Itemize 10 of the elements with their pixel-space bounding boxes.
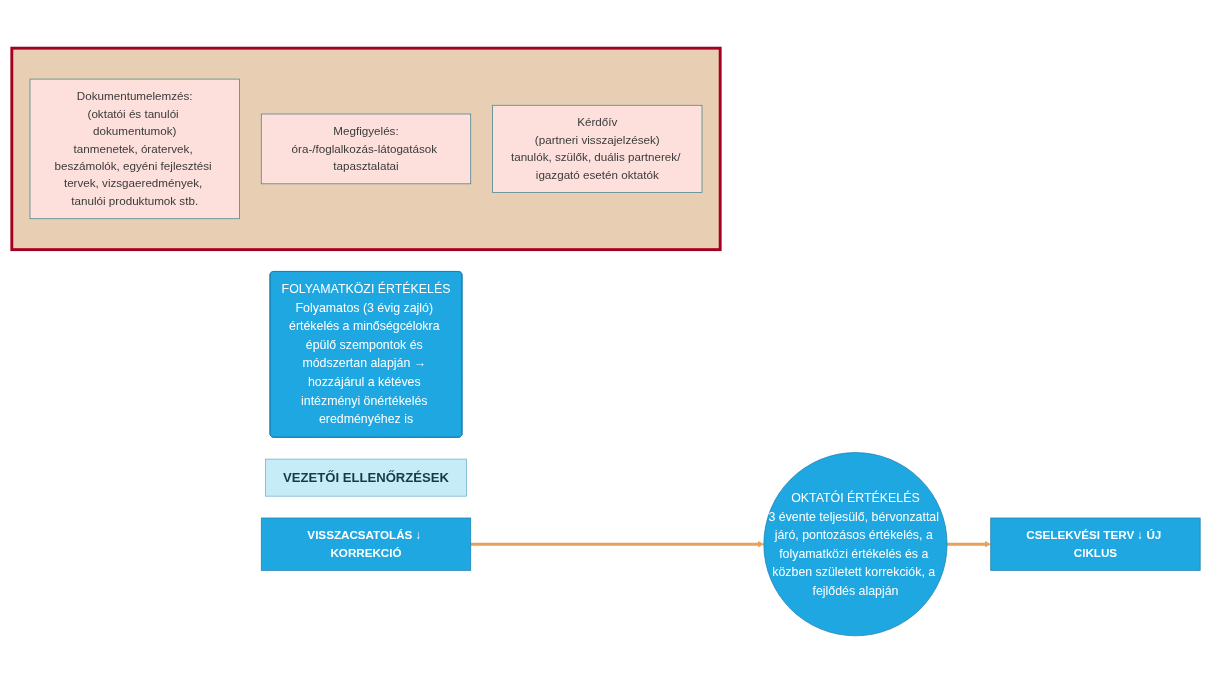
node-box: VISSZACSATOLÁS ↓ KORREKCIÓ: [260, 517, 472, 571]
arrow: [470, 541, 765, 548]
node-box: CSELEKVÉSI TERV ↓ ÚJ CIKLUS: [990, 517, 1201, 571]
node-box: Dokumentumelemzés: (oktatói és tanulói dokumentumok) tanmenetek, óratervek, beszámolók, egyéni fejlesztési tervek, vizsgaeredmények, tanulói produktumok stb.: [29, 78, 240, 220]
node-box: Kérdőív (partneri visszajelzések) tanulók, szülők, duális partnerek/ igazgató esetén oktatók: [492, 104, 703, 193]
node-box: Megfigyelés: óra-/foglalkozás-látogatások tapasztalatai: [260, 113, 472, 185]
arrow: [947, 541, 991, 548]
node-circle: OKTATÓI ÉRTÉKELÉS 3 évente teljesülő, bérvonzattal járó, pontozásos értékelés, a folyamatközi értékelés és a közben született korrekciók, a fejlődés alapján: [763, 452, 948, 637]
cluster: [10, 46, 722, 252]
node-box: VEZETŐI ELLENŐRZÉSEK: [265, 458, 467, 497]
